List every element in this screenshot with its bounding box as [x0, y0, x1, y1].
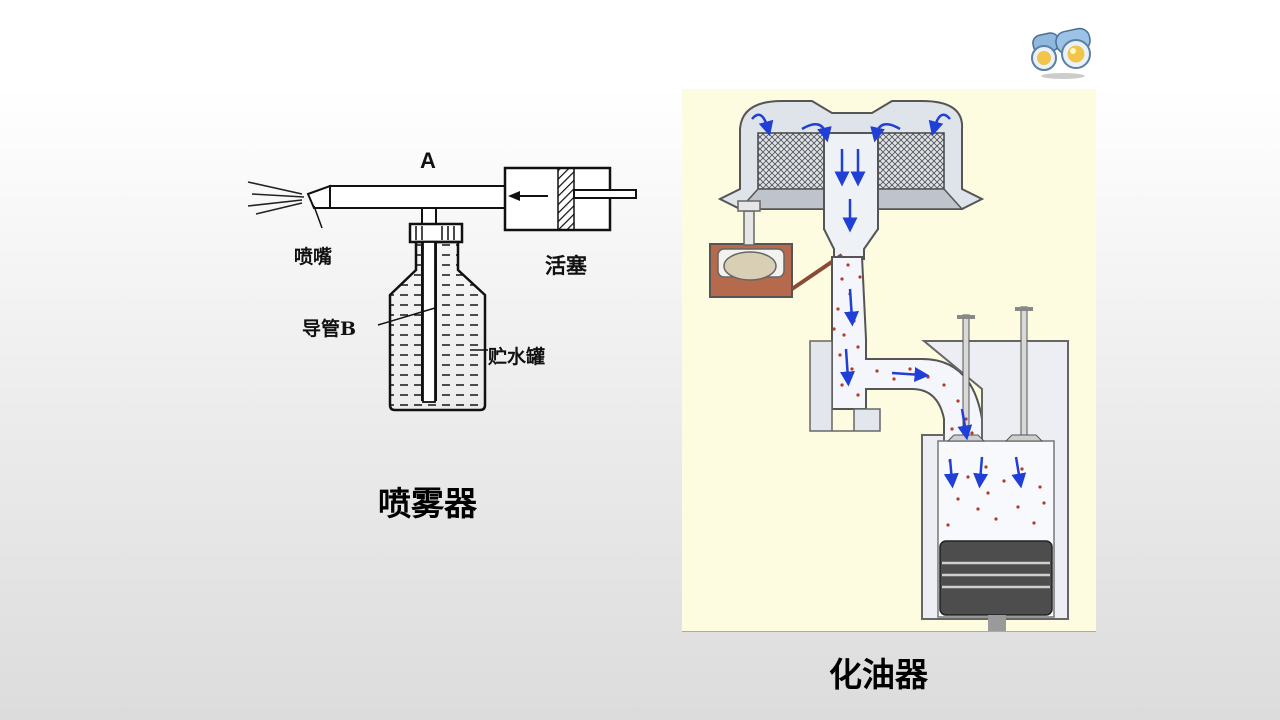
sprayer-diagram [230, 150, 660, 430]
air-intake-channel [824, 133, 878, 259]
air-tube [330, 186, 505, 208]
air-filter-mesh-right [878, 133, 944, 189]
caption-carburetor: 化油器 [829, 648, 928, 696]
binoculars-icon [1028, 24, 1098, 80]
water-tank [390, 242, 485, 410]
piston-rod [574, 190, 636, 198]
caption-sprayer: 喷雾器 [378, 477, 477, 525]
label-a: A [420, 148, 436, 174]
spray-lines [248, 182, 304, 214]
nozzle [308, 186, 330, 208]
label-nozzle: 喷嘴 [294, 242, 332, 269]
carburetor-panel [682, 89, 1096, 632]
label-tube-b: 导管B [302, 314, 356, 341]
piston [558, 168, 574, 230]
label-water-tank: 贮水罐 [488, 342, 545, 369]
label-piston: 活塞 [545, 250, 587, 280]
air-filter-mesh-left [758, 133, 824, 189]
carburetor-diagram [682, 89, 1096, 631]
